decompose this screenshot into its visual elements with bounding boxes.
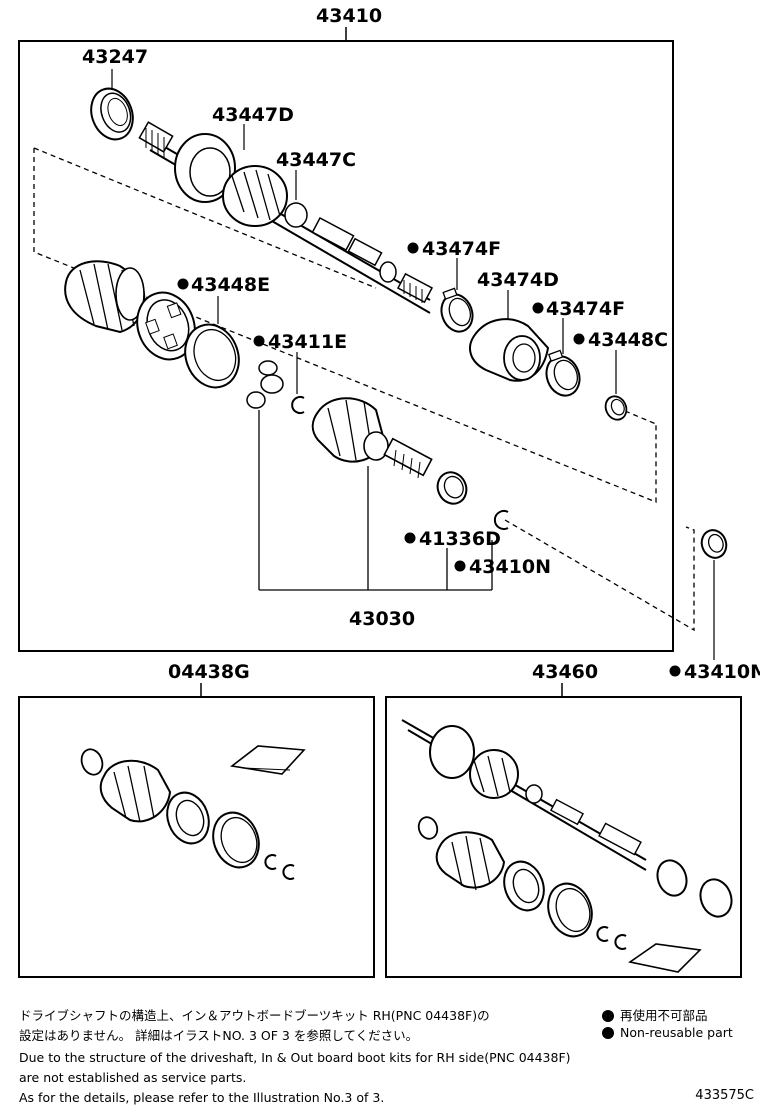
legend-jp: 再使用不可部品 bbox=[602, 1005, 708, 1024]
legend-jp-text: 再使用不可部品 bbox=[620, 1008, 708, 1023]
legend-en: Non-reusable part bbox=[602, 1025, 733, 1040]
clamp-43448E-drawing bbox=[184, 323, 240, 389]
label-43410M: 43410M bbox=[684, 661, 760, 683]
clamp-43474F-upper-drawing bbox=[440, 287, 474, 333]
hub-bearing-43410M-drawing bbox=[700, 529, 728, 559]
boot-43474D-drawing bbox=[469, 318, 550, 382]
clamp-43448C-drawing bbox=[604, 395, 628, 421]
clamp-43474F-lower-drawing bbox=[545, 349, 581, 397]
bracket-43030 bbox=[258, 410, 493, 591]
inner-joint-dashed-outline bbox=[33, 148, 657, 503]
label-43474D: 43474D bbox=[477, 269, 559, 291]
non-reusable-dot-icon bbox=[602, 1010, 614, 1022]
label-43447C: 43447C bbox=[276, 149, 356, 171]
label-41336D: 41336D bbox=[419, 528, 501, 550]
non-reusable-dot-icon bbox=[602, 1027, 614, 1039]
label-43411E: 43411E bbox=[268, 331, 347, 353]
snap-ring-43410N-drawing bbox=[493, 510, 509, 530]
label-43410N: 43410N bbox=[469, 556, 551, 578]
note-en-line2: are not established as service parts. bbox=[19, 1070, 247, 1085]
label-43447D: 43447D bbox=[212, 104, 294, 126]
diagram-number: 433575C bbox=[695, 1088, 754, 1103]
label-43460: 43460 bbox=[532, 661, 598, 683]
label-43474F-upper: 43474F bbox=[422, 238, 501, 260]
tripod-drawing bbox=[246, 360, 284, 409]
label-43474F-lower: 43474F bbox=[546, 298, 625, 320]
seal-43247-drawing bbox=[90, 87, 134, 141]
note-jp-line2: 設定はありません。 詳細はイラストNO. 3 OF 3 を参照してください。 bbox=[19, 1028, 419, 1043]
legend-en-text: Non-reusable part bbox=[620, 1025, 733, 1040]
note-en-line3: As for the details, please refer to the … bbox=[19, 1090, 385, 1105]
joint-housing-drawing bbox=[136, 291, 196, 361]
label-43448C: 43448C bbox=[588, 329, 668, 351]
boot-kit-frame bbox=[18, 696, 375, 978]
boot-kit-drawing bbox=[80, 745, 306, 880]
seal-41336D-drawing bbox=[436, 471, 468, 505]
inboard-joint-drawing bbox=[311, 397, 433, 479]
snap-ring-43411E-drawing bbox=[291, 396, 305, 414]
label-43030: 43030 bbox=[349, 608, 415, 630]
label-04438G: 04438G bbox=[168, 661, 250, 683]
label-43448E: 43448E bbox=[191, 274, 270, 296]
note-jp-line1: ドライブシャフトの構造上、イン＆アウトボードブーツキット RH(PNC 0443… bbox=[19, 1008, 490, 1023]
shaft-assembly-rh-frame bbox=[385, 696, 742, 978]
shaft-assembly-drawing bbox=[138, 121, 434, 314]
label-43247: 43247 bbox=[82, 46, 148, 68]
label-43410: 43410 bbox=[316, 5, 382, 27]
inboard-boot-drawing bbox=[64, 260, 146, 334]
hub-dashed-outline bbox=[504, 519, 695, 632]
note-en-line1: Due to the structure of the driveshaft, … bbox=[19, 1050, 571, 1065]
shaft-assembly-rh-drawing bbox=[401, 719, 733, 973]
